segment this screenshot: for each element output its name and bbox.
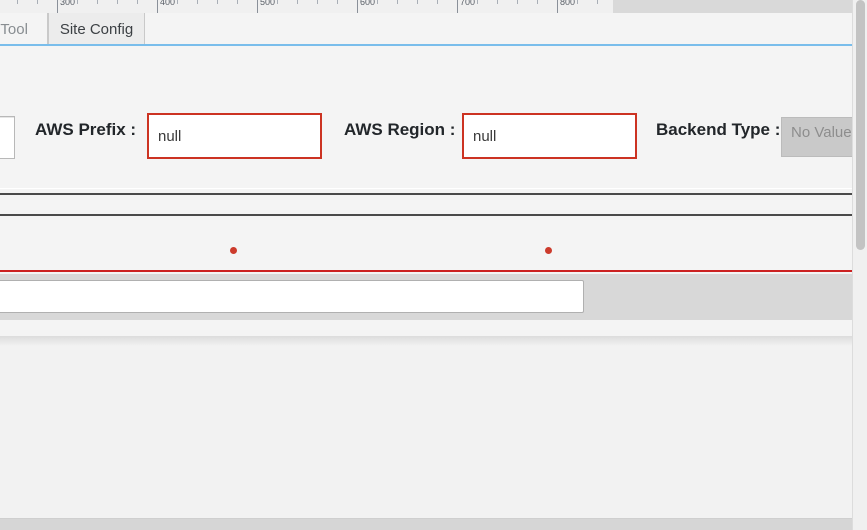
ruler-tick-major [157,0,158,13]
backend-type-label: Backend Type : [656,120,781,139]
ruler-tick-minor [477,0,478,4]
ruler-tick-minor [37,0,38,4]
ruler-tick-major [257,0,258,13]
ruler-tick-minor [237,0,238,4]
ruler-tick-minor [217,0,218,4]
ruler-tick-label: 500 [260,0,276,7]
ruler-tick-minor [377,0,378,4]
ruler-tick-minor [497,0,498,4]
ruler-tick-minor [337,0,338,4]
config-text-input[interactable] [0,280,584,313]
tab-active-underline [0,44,867,46]
aws-region-error-dot-icon [545,247,552,254]
ruler-tick-label: 800 [560,0,576,7]
ruler-tick-label: 400 [160,0,176,7]
partial-left-input[interactable] [0,116,15,159]
tab-query-tool-label: y Tool [0,20,28,38]
ruler-tick-minor [597,0,598,4]
ruler-tick-minor [117,0,118,4]
ruler-tick-minor [197,0,198,4]
ruler-tick-label: 700 [460,0,476,7]
ruler-tick-minor [517,0,518,4]
ruler-tick-minor [417,0,418,4]
tab-query-tool[interactable]: y Tool [0,13,48,45]
tab-site-config-label: Site Config [59,20,134,38]
ruler-tick-minor [77,0,78,4]
backend-type-value: No Value [791,124,852,141]
footer-band: i [0,519,867,530]
divider-error-rule [0,270,853,272]
tab-bar-empty-area [145,13,867,45]
ruler-inactive-region [613,0,867,13]
ruler-tick-major [457,0,458,13]
aws-prefix-label: AWS Prefix : [35,120,137,139]
tab-site-config[interactable]: Site Config [48,13,145,45]
lower-empty-pane [0,346,867,519]
config-form-row: AWS Prefix : AWS Region : Backend Type :… [0,100,867,254]
content-pane: AWS Prefix : AWS Region : Backend Type :… [0,46,867,530]
ruler-tick-minor [437,0,438,4]
ruler-tick-minor [137,0,138,4]
ruler-tick-major [357,0,358,13]
ruler-tick-minor [277,0,278,4]
vertical-scrollbar[interactable] [852,0,867,530]
ruler-tick-major [557,0,558,13]
aws-region-label: AWS Region : [344,120,456,139]
vertical-scrollbar-thumb[interactable] [856,0,865,250]
ruler-tick-major [57,0,58,13]
ruler-tick-minor [577,0,578,4]
aws-region-input[interactable] [462,113,637,159]
ruler-track [0,0,613,13]
ruler-tick-minor [17,0,18,4]
divider-dark-1 [0,193,853,195]
ruler-tick-label: 300 [60,0,76,7]
aws-prefix-input[interactable] [147,113,322,159]
ruler-tick-minor [537,0,538,4]
ruler-tick-minor [317,0,318,4]
ruler-tick-minor [97,0,98,4]
aws-prefix-error-dot-icon [230,247,237,254]
ruler-tick-minor [397,0,398,4]
ruler-tick-label: 600 [360,0,376,7]
tab-bar: y Tool Site Config [0,13,867,46]
divider-highlight-1 [0,188,853,189]
pane-shadow [0,336,867,346]
divider-dark-2 [0,214,853,216]
horizontal-ruler: 300 400 500 600 700 800 [0,0,867,13]
ruler-tick-minor [297,0,298,4]
ruler-tick-minor [177,0,178,4]
